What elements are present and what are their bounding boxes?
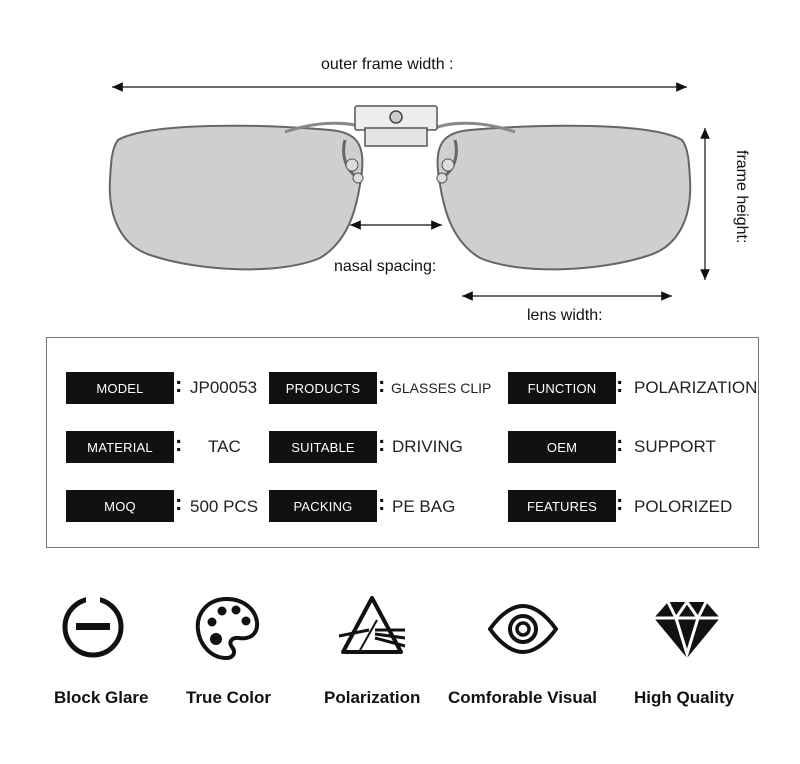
block-glare-icon: [62, 594, 124, 658]
spec-value-function: POLARIZATION: [634, 378, 758, 397]
spec-value-suitable: DRIVING: [392, 437, 463, 456]
prism-icon: [338, 596, 406, 654]
lens-width-label: lens width:: [527, 307, 603, 324]
feature-label: High Quality: [634, 688, 735, 707]
spec-label-suitable: SUITABLE: [269, 431, 377, 463]
feature-label: Block Glare: [54, 688, 149, 707]
spec-colon: :: [616, 431, 624, 456]
clip-on-glasses-image: [108, 82, 710, 301]
spec-colon: :: [175, 490, 183, 515]
feature-label: Polarization: [324, 688, 421, 707]
nasal-spacing-label: nasal spacing:: [334, 258, 437, 275]
palette-icon: [195, 596, 260, 661]
spec-value-moq: 500 PCS: [190, 497, 259, 516]
spec-value-features: POLORIZED: [634, 497, 733, 516]
spec-label-model: MODEL: [66, 372, 174, 404]
outer-frame-width-label: outer frame width :: [321, 56, 454, 73]
spec-table: MODEL : JP00053 PRODUCTS : GLASSES CLIP …: [46, 337, 759, 548]
spec-value-products: GLASSES CLIP: [391, 380, 492, 396]
spec-label-packing: PACKING: [269, 490, 377, 522]
diamond-icon: [654, 599, 720, 660]
frame-height-label: frame height:: [733, 150, 750, 244]
spec-colon: :: [378, 490, 386, 515]
spec-colon: :: [175, 372, 183, 397]
spec-label-oem: OEM: [508, 431, 616, 463]
spec-colon: :: [616, 372, 624, 397]
spec-value-model: JP00053: [190, 378, 258, 397]
spec-colon: :: [378, 372, 386, 397]
spec-label-moq: MOQ: [66, 490, 174, 522]
feature-label: True Color: [186, 688, 272, 707]
spec-label-function: FUNCTION: [508, 372, 616, 404]
spec-label-features: FEATURES: [508, 490, 616, 522]
spec-label-products: PRODUCTS: [269, 372, 377, 404]
spec-value-material: TAC: [208, 437, 241, 456]
spec-value-packing: PE BAG: [392, 497, 456, 516]
feature-label: Comforable Visual: [448, 688, 597, 707]
spec-value-oem: SUPPORT: [634, 437, 716, 456]
eye-icon: [488, 603, 558, 655]
spec-colon: :: [175, 431, 183, 456]
spec-label-material: MATERIAL: [66, 431, 174, 463]
spec-colon: :: [378, 431, 386, 456]
spec-colon: :: [616, 490, 624, 515]
